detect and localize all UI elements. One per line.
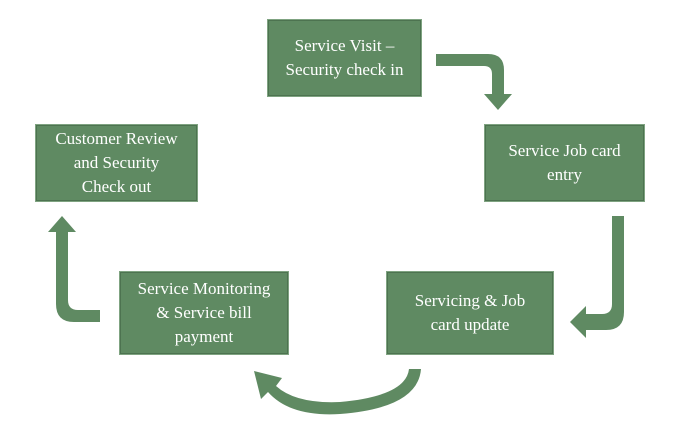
arrow-step2-to-step3 bbox=[570, 216, 624, 338]
step-label-line: payment bbox=[174, 327, 234, 346]
step-label-line: Service Job card bbox=[508, 141, 621, 160]
arrow-step4-to-step5 bbox=[48, 216, 100, 322]
step-label-line: Customer Review bbox=[55, 129, 178, 148]
step-label-line: and Security bbox=[73, 153, 160, 172]
step-label-line: Check out bbox=[81, 177, 152, 196]
step-customer-review-checkout: Customer Review and Security Check out bbox=[35, 124, 198, 202]
step-label-line: & Service bill bbox=[156, 303, 252, 322]
step-label-line: card update bbox=[430, 315, 510, 334]
step-label-line: Service Monitoring bbox=[137, 279, 271, 298]
step-label-line: Servicing & Job bbox=[414, 291, 526, 310]
step-label-line: Service Visit – bbox=[294, 36, 395, 55]
arrow-step1-to-step2 bbox=[436, 54, 512, 110]
step-label-line: entry bbox=[547, 165, 582, 184]
arrow-step3-to-step4 bbox=[254, 369, 421, 415]
step-label-line: Security check in bbox=[285, 60, 404, 79]
step-service-visit: Service Visit – Security check in bbox=[267, 19, 422, 97]
step-servicing-job-card-update: Servicing & Job card update bbox=[386, 271, 554, 355]
step-service-monitoring-payment: Service Monitoring & Service bill paymen… bbox=[119, 271, 289, 355]
step-job-card-entry: Service Job card entry bbox=[484, 124, 645, 202]
